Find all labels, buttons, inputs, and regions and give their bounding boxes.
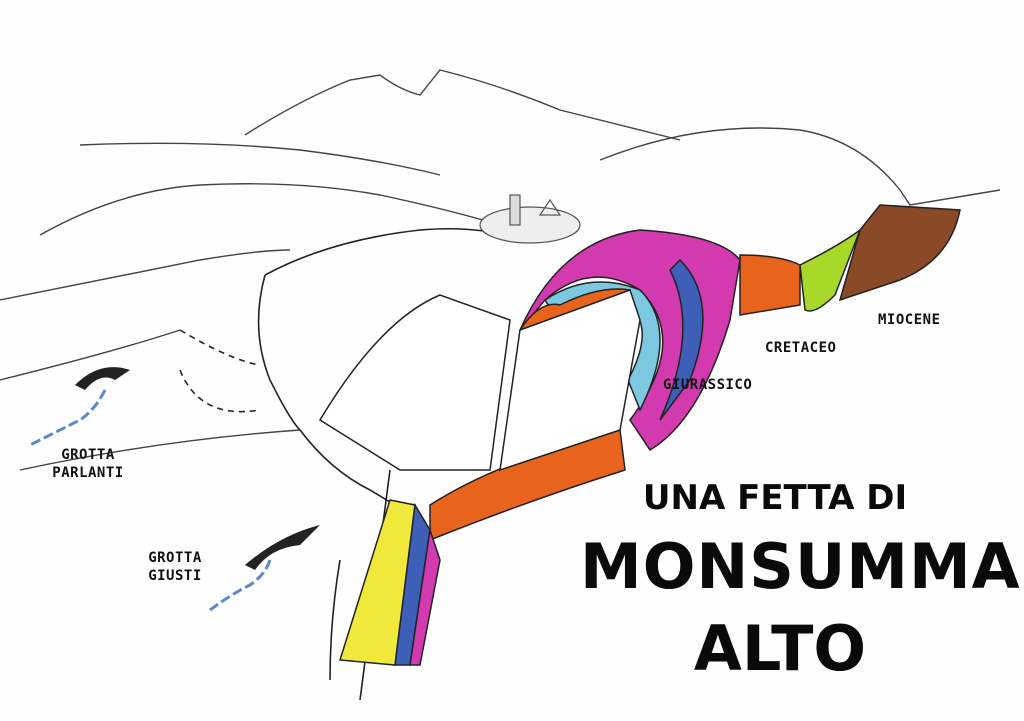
title-line-3: ALTO — [693, 612, 867, 685]
label-giurassico: GIURASSICO — [663, 377, 753, 393]
background-mountains — [0, 69, 1001, 471]
label-grotta-giusti: GROTTA GIUSTI — [125, 550, 225, 585]
cliff-face — [318, 289, 641, 472]
castle — [479, 194, 581, 244]
label-line: GROTTA — [61, 447, 115, 463]
label-line: GIUSTI — [148, 567, 202, 584]
title-line-1: UNA FETTA DI — [642, 478, 908, 518]
label-grotta-parlanti: GROTTA PARLANTI — [28, 447, 148, 482]
label-line: GROTTA — [148, 550, 202, 566]
label-line: PARLANTI — [52, 464, 124, 481]
cave-entrances — [75, 367, 320, 570]
label-cretaceo: CRETACEO — [765, 340, 837, 356]
rivers — [29, 389, 272, 612]
label-miocene: MIOCENE — [878, 312, 941, 328]
title-line-2: MONSUMMANO — [580, 530, 1024, 603]
